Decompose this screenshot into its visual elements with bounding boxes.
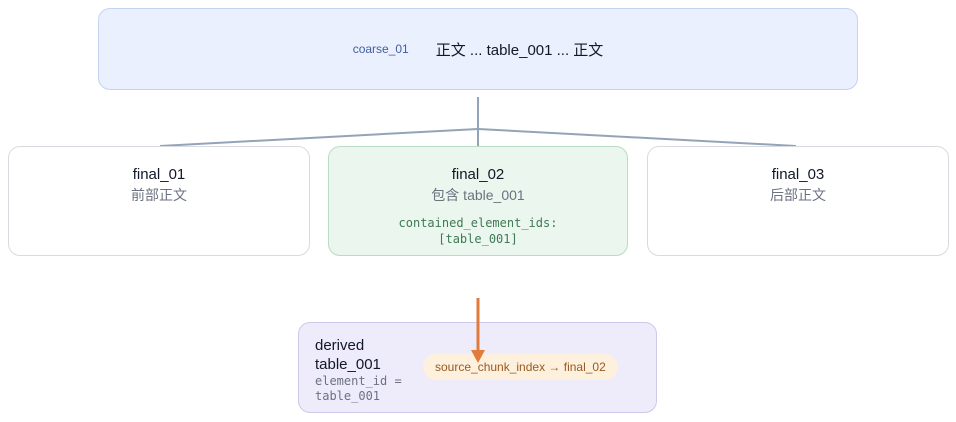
derived-id-line-2: table_001 <box>315 389 381 403</box>
final-chunk-box-03: final_03 后部正文 <box>647 146 949 256</box>
final-chunk-subtitle: 前部正文 <box>131 187 187 203</box>
derived-element-title: derived table_001 <box>315 336 381 374</box>
source-chunk-index-badge: source_chunk_index → final_02 <box>423 354 618 380</box>
arrow-head-icon <box>471 350 485 363</box>
derived-title-line-2: table_001 <box>315 356 381 373</box>
final-chunk-title: final_03 <box>771 166 825 183</box>
derived-element-box: derived table_001 element_id = table_001… <box>298 322 657 413</box>
contained-element-ids: contained_element_ids: [table_001] <box>329 215 627 247</box>
coarse-chunk-text: 正文 ... table_001 ... 正文 <box>435 41 604 59</box>
derived-element-id: element_id = table_001 <box>315 374 402 404</box>
contained-element-ids-label: contained_element_ids: <box>398 216 558 230</box>
final-chunk-subtitle: 后部正文 <box>770 187 826 203</box>
final-chunk-box-02: final_02 包含 table_001 contained_element_… <box>328 146 628 256</box>
final-chunk-subtitle: 包含 table_001 <box>431 187 525 203</box>
branch-line-right <box>477 128 797 147</box>
derived-id-line-1: element_id = <box>315 374 402 388</box>
derived-title-line-1: derived <box>315 337 365 354</box>
coarse-chunk-id: coarse_01 <box>352 42 409 56</box>
final-chunk-title: final_01 <box>132 166 186 183</box>
coarse-chunk-box: coarse_01 正文 ... table_001 ... 正文 <box>98 8 858 90</box>
contained-element-ids-value: [table_001] <box>438 232 518 246</box>
final-chunk-box-01: final_01 前部正文 <box>8 146 310 256</box>
final-chunk-title: final_02 <box>451 166 505 183</box>
branch-line-left <box>159 128 479 147</box>
